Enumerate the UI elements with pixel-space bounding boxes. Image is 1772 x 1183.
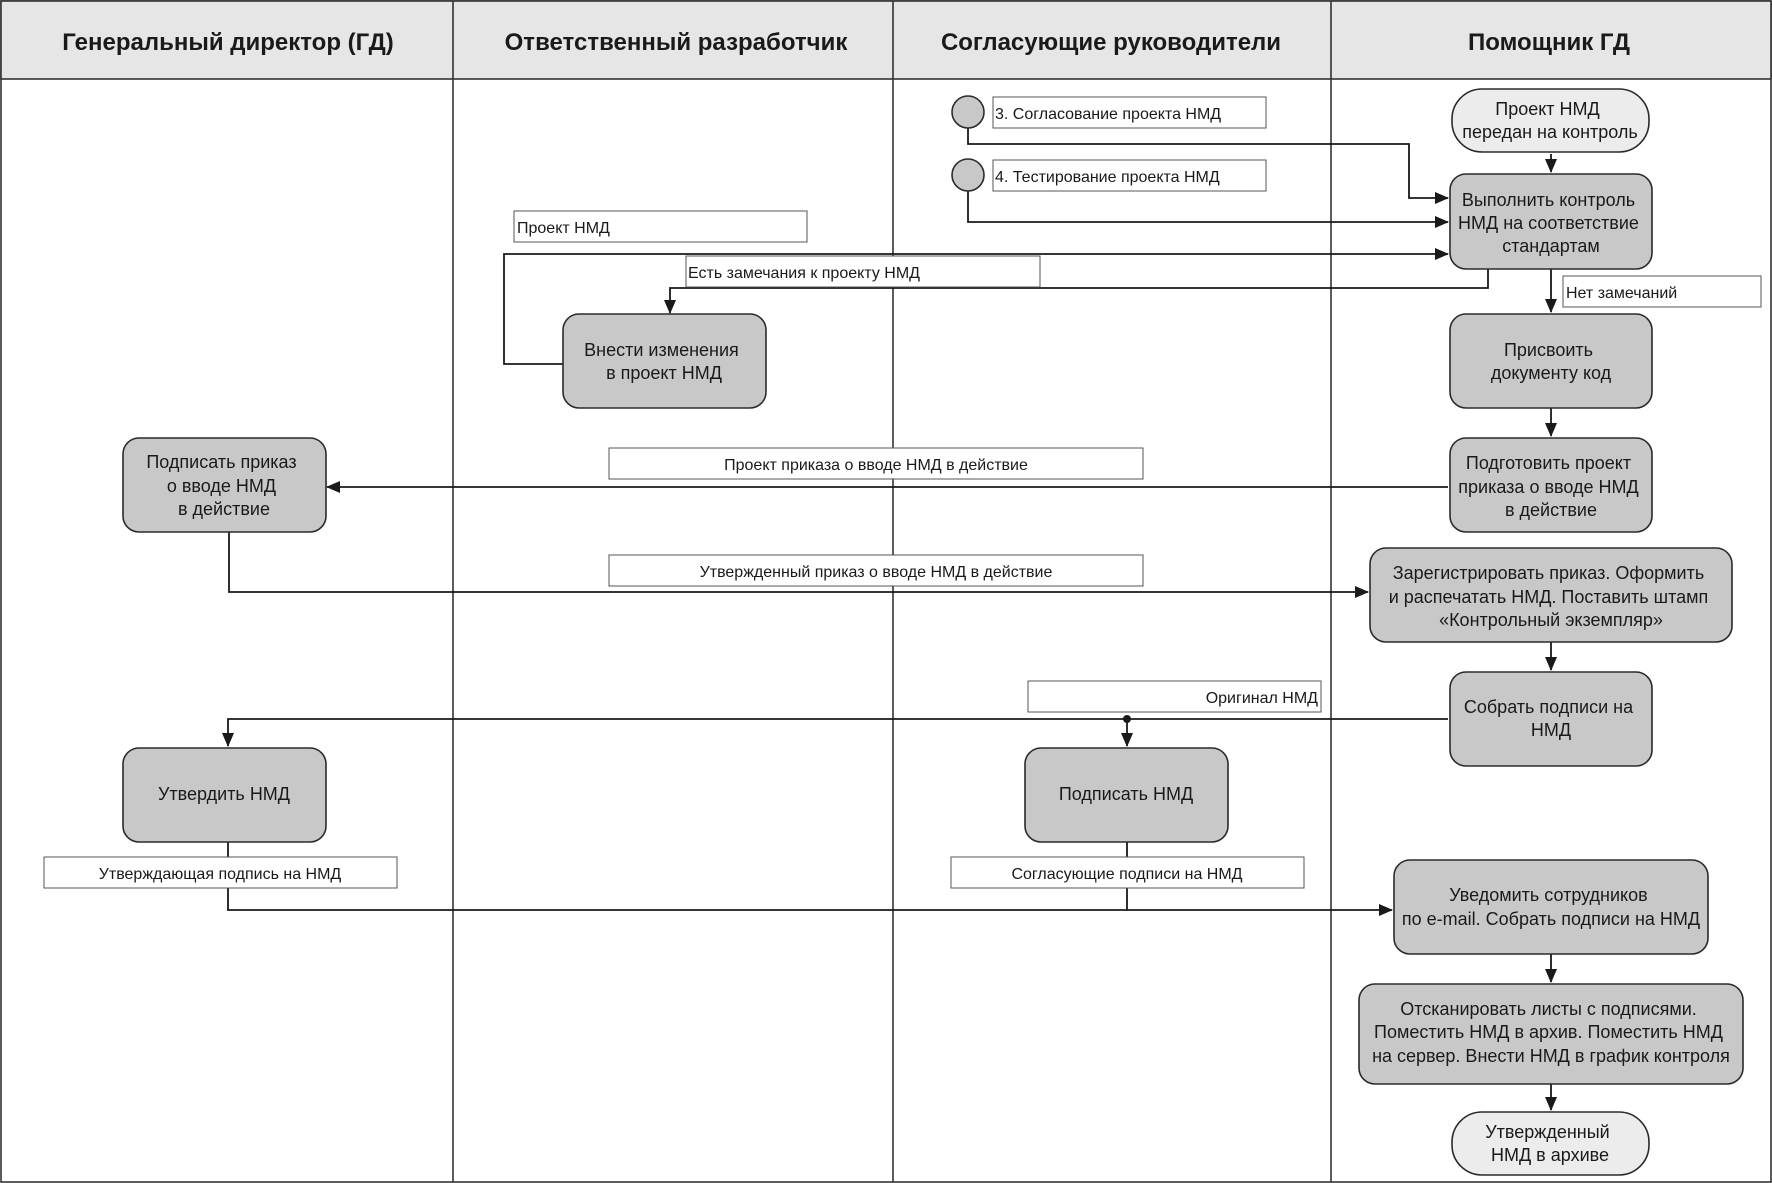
label-project: Проект НМД (513, 210, 808, 243)
node-sign-nmd[interactable]: Подписать НМД (1024, 747, 1229, 843)
lane-title-director: Генеральный директор (ГД) (62, 29, 394, 56)
label-approved-order: Утвержденный приказ о вводе НМД в действ… (608, 554, 1144, 587)
svg-text:3. Согласование проекта НМД: 3. Согласование проекта НМД (995, 106, 1221, 123)
header-band (0, 0, 1772, 80)
svg-text:Внести изменения в проек: Внести изменения в проект НМД (584, 340, 744, 383)
svg-text:Зарегистрировать приказ. Оформ: Зарегистрировать приказ. Оформить и расп… (1389, 563, 1714, 630)
svg-text:Присвоить документу код: Присвоить документу код (1491, 340, 1612, 383)
flows (222, 128, 1557, 1111)
node-notify[interactable]: Уведомить сотрудников по e-mail. Собрать… (1393, 859, 1709, 955)
lane-title-assistant: Помощник ГД (1468, 29, 1630, 56)
svg-text:Оригинал НМД: Оригинал НМД (1206, 690, 1318, 707)
label-original: Оригинал НМД (1027, 680, 1322, 713)
label-approving-signature: Утверждающая подпись на НМД (43, 856, 398, 889)
svg-text:Утверждающая подпись на НМД: Утверждающая подпись на НМД (99, 866, 342, 883)
node-register[interactable]: Зарегистрировать приказ. Оформить и расп… (1369, 547, 1733, 643)
svg-text:Проект НМД передан на ко: Проект НМД передан на контроль (1462, 99, 1638, 142)
svg-text:Подписать приказ о вводе: Подписать приказ о вводе НМД в действие (146, 452, 301, 519)
svg-text:Отсканировать листы с подписям: Отсканировать листы с подписями. Помести… (1372, 999, 1730, 1066)
label-agreeing-signatures: Согласующие подписи на НМД (950, 856, 1305, 889)
node-scan[interactable]: Отсканировать листы с подписями. Помести… (1358, 983, 1744, 1085)
label-no-remarks: Нет замечаний (1562, 275, 1762, 308)
flow-approval-control (967, 128, 1449, 204)
label-order-project: Проект приказа о вводе НМД в действие (608, 447, 1144, 480)
node-collect-signatures[interactable]: Собрать подписи на НМД (1449, 671, 1653, 767)
label-testing: 4. Тестирование проекта НМД (992, 159, 1267, 192)
flow-sign-register (228, 532, 1369, 598)
svg-text:Уведомить сотрудников по: Уведомить сотрудников по e-mail. Собрать… (1402, 885, 1700, 929)
svg-text:Подписать НМД: Подписать НМД (1059, 784, 1193, 804)
svg-text:Подготовить проект прика: Подготовить проект приказа о вводе НМД в… (1458, 453, 1643, 520)
lane-title-developer: Ответственный разработчик (505, 29, 849, 56)
flow-testing-control (967, 191, 1449, 228)
node-approve[interactable]: Утвердить НМД (122, 747, 327, 843)
svg-text:Проект приказа о вводе НМД в д: Проект приказа о вводе НМД в действие (724, 457, 1028, 474)
label-remarks: Есть замечания к проекту НМД (685, 255, 1041, 288)
node-control[interactable]: Выполнить контроль НМД на соответствие с… (1449, 173, 1653, 270)
svg-text:Выполнить контроль НМД н: Выполнить контроль НМД на соответствие с… (1458, 190, 1644, 256)
lane-title-managers: Согласующие руководители (941, 29, 1281, 56)
connector-testing (951, 158, 985, 192)
node-end[interactable]: Утвержденный НМД в архиве (1451, 1111, 1650, 1176)
node-start[interactable]: Проект НМД передан на контроль (1451, 88, 1650, 153)
label-approval: 3. Согласование проекта НМД (992, 96, 1267, 129)
flow-collect-approve (222, 718, 1448, 747)
connector-approval (951, 95, 985, 129)
svg-text:Собрать подписи на НМД: Собрать подписи на НМД (1464, 697, 1638, 740)
svg-text:4. Тестирование проекта НМД: 4. Тестирование проекта НМД (995, 169, 1220, 186)
flow-control-changes (664, 268, 1489, 314)
node-sign-order[interactable]: Подписать приказ о вводе НМД в действие (122, 437, 327, 533)
flow-junction (1123, 715, 1131, 723)
node-changes[interactable]: Внести изменения в проект НМД (562, 313, 767, 409)
node-assign-code[interactable]: Присвоить документу код (1449, 313, 1653, 409)
svg-text:Проект НМД: Проект НМД (517, 220, 610, 237)
node-prepare-order[interactable]: Подготовить проект приказа о вводе НМД в… (1449, 437, 1653, 533)
svg-text:Утвердить НМД: Утвердить НМД (158, 784, 290, 804)
svg-text:Утвержденный НМД в архив: Утвержденный НМД в архиве (1485, 1122, 1615, 1165)
svg-text:Согласующие подписи на НМД: Согласующие подписи на НМД (1011, 866, 1242, 883)
flow-changes-control (503, 248, 1449, 365)
svg-text:Нет замечаний: Нет замечаний (1566, 285, 1677, 302)
svg-text:Утвержденный приказ о вводе НМ: Утвержденный приказ о вводе НМД в действ… (700, 564, 1053, 581)
svg-text:Есть замечания к проекту НМД: Есть замечания к проекту НМД (688, 265, 920, 282)
